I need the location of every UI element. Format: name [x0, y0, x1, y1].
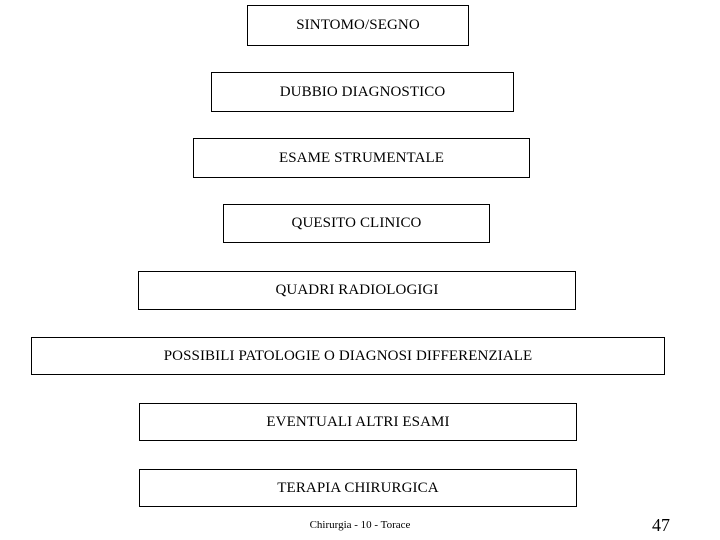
flowchart-box-label: DUBBIO DIAGNOSTICO: [279, 83, 446, 100]
flowchart-box-label: POSSIBILI PATOLOGIE O DIAGNOSI DIFFERENZ…: [163, 347, 533, 364]
flowchart-box-eventuali-altri-esami[interactable]: EVENTUALI ALTRI ESAMI: [139, 403, 577, 441]
flowchart-box-label: EVENTUALI ALTRI ESAMI: [266, 413, 450, 430]
flowchart-box-label: QUADRI RADIOLOGIGI: [275, 282, 439, 298]
flowchart-box-label: QUESITO CLINICO: [291, 215, 422, 231]
flowchart-box-terapia-chirurgica[interactable]: TERAPIA CHIRURGICA: [139, 469, 577, 507]
flowchart-box-esame-strumentale[interactable]: ESAME STRUMENTALE: [193, 138, 530, 178]
flowchart-box-dubbio-diagnostico[interactable]: DUBBIO DIAGNOSTICO: [211, 72, 514, 112]
flowchart-box-quesito-clinico[interactable]: QUESITO CLINICO: [223, 204, 490, 243]
page-number: 47: [652, 515, 670, 535]
flowchart-box-label: ESAME STRUMENTALE: [278, 149, 445, 166]
flowchart-box-label: SINTOMO/SEGNO: [296, 17, 420, 33]
flowchart-box-label: TERAPIA CHIRURGICA: [277, 479, 439, 496]
footer-note: Chirurgia - 10 - Torace: [309, 519, 411, 531]
flowchart-box-sintomo-segno[interactable]: SINTOMO/SEGNO: [247, 5, 469, 46]
flowchart-box-possibili-patologie[interactable]: POSSIBILI PATOLOGIE O DIAGNOSI DIFFERENZ…: [31, 337, 665, 375]
flowchart-box-quadri-radiologigi[interactable]: QUADRI RADIOLOGIGI: [138, 271, 576, 310]
